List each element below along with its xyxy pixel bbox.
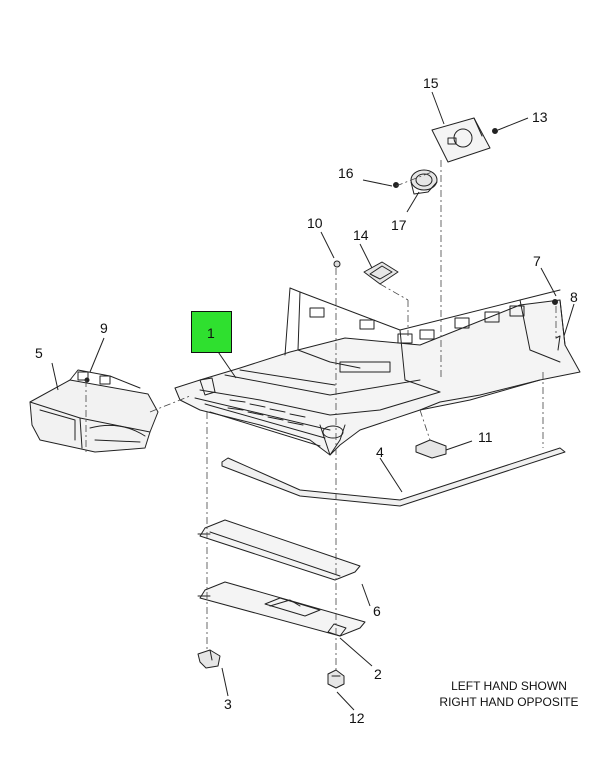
part-17-speaker xyxy=(410,169,438,195)
callout-9: 9 xyxy=(100,320,108,336)
part-12-fastener xyxy=(327,669,345,689)
callout-16: 16 xyxy=(338,165,354,181)
callout-8: 8 xyxy=(570,289,578,305)
callout-11: 11 xyxy=(478,429,493,445)
part-5-storage-box xyxy=(29,369,159,453)
part-3-clip xyxy=(197,649,221,669)
part-1-highlight: 1 xyxy=(191,311,232,353)
part-11-cap xyxy=(415,439,447,459)
part-1-rear-trim-panel xyxy=(174,287,581,456)
part-15-plate xyxy=(431,117,491,163)
leader-lines xyxy=(51,91,575,711)
callout-4: 4 xyxy=(376,444,384,460)
part-6-cover-panel xyxy=(197,519,361,581)
note-line-1: LEFT HAND SHOWN xyxy=(451,679,567,693)
callout-15: 15 xyxy=(423,75,439,91)
callout-6: 6 xyxy=(373,603,381,619)
part-7-screw xyxy=(552,299,558,305)
callout-7: 7 xyxy=(533,253,541,269)
part-13-screw xyxy=(492,128,498,134)
callout-12: 12 xyxy=(349,710,365,726)
part-2-cover-panel xyxy=(197,581,366,637)
callout-17: 17 xyxy=(391,217,407,233)
callout-14: 14 xyxy=(353,227,369,243)
alignment-lines xyxy=(85,160,557,672)
callout-5: 5 xyxy=(35,345,43,361)
callout-3: 3 xyxy=(224,696,232,712)
callout-1: 1 xyxy=(207,325,215,341)
callout-2: 2 xyxy=(374,666,382,682)
callout-13: 13 xyxy=(532,109,548,125)
part-10-clip xyxy=(333,260,341,268)
part-4-lower-strip xyxy=(221,447,566,507)
callout-10: 10 xyxy=(307,215,323,231)
part-14-bracket xyxy=(363,261,399,285)
note-line-2: RIGHT HAND OPPOSITE xyxy=(439,695,579,709)
part-8-pin xyxy=(555,335,561,351)
